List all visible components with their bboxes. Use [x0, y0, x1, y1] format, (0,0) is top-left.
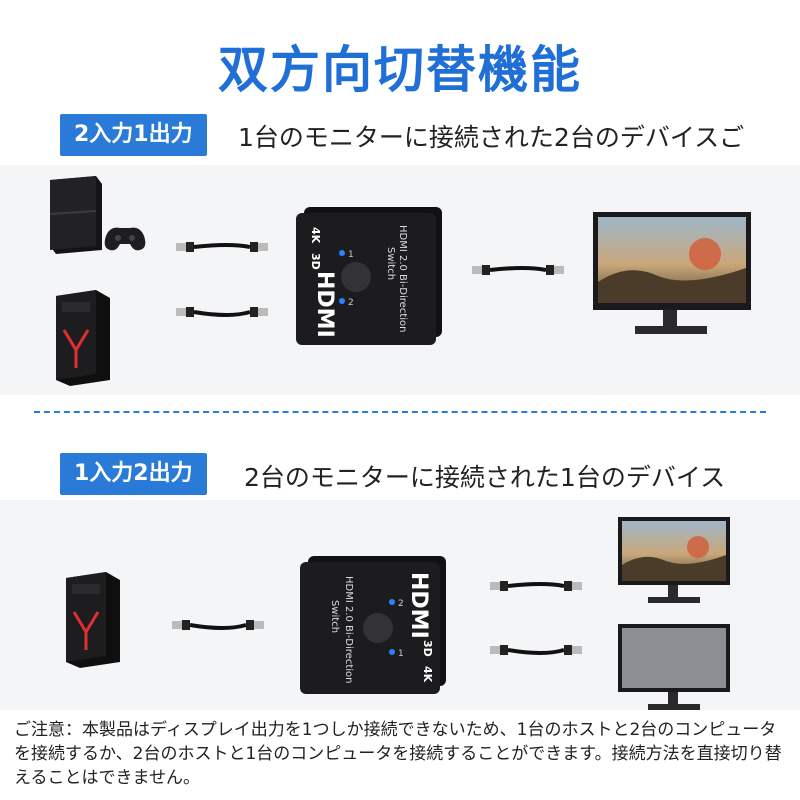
port1-label: 1 [398, 649, 404, 659]
badge-4k: 4K [421, 666, 434, 683]
device-label-line2: Switch [329, 600, 340, 633]
brand-label: HDMI [406, 572, 431, 639]
pc-tower-icon [56, 290, 110, 386]
section-divider [34, 411, 766, 413]
hdmi-cable-icon [490, 581, 582, 591]
section1-tag: 2入力1出力 [60, 114, 207, 156]
pc-tower-icon [66, 572, 120, 668]
hdmi-cable-icon [172, 620, 264, 630]
hdmi-cable-icon [176, 307, 268, 317]
hdmi-cable-icon [472, 265, 564, 275]
badge-4k: 4K [309, 227, 322, 244]
badge-3d: 3D [309, 253, 322, 270]
device-label-line1: HDMI 2.0 Bi-Direction [343, 576, 354, 683]
hdmi-cable-icon [176, 242, 268, 252]
caution-note: ご注意：本製品はディスプレイ出力を1つしか接続できないため、1台のホストと2台の… [14, 720, 782, 788]
hdmi-cable-icon [490, 645, 582, 655]
section2-subtitle: 2台のモニターに接続された1台のデバイス [244, 463, 726, 492]
monitor-icon [618, 517, 730, 603]
port2-label: 2 [348, 298, 354, 308]
port1-label: 1 [348, 250, 354, 260]
page-title: 双方向切替機能 [218, 41, 582, 99]
monitor-icon [593, 212, 751, 334]
badge-3d: 3D [421, 640, 434, 657]
monitor-icon [618, 624, 730, 710]
section1-subtitle: 1台のモニターに接続された2台のデバイスご [238, 123, 745, 152]
device-label-line1: HDMI 2.0 Bi-Direction [397, 225, 408, 332]
section2-tag: 1入力2出力 [60, 453, 207, 495]
brand-label: HDMI [312, 271, 337, 338]
port2-label: 2 [398, 599, 404, 609]
hdmi-switch-device: 2 1 HDMI 2.0 Bi-Direction Switch HDMI 3D… [300, 556, 446, 694]
game-console-icon [49, 176, 146, 254]
hdmi-switch-device: 1 2 4K 3D HDMI HDMI 2.0 Bi-Direction Swi… [296, 207, 442, 345]
device-label-line2: Switch [385, 247, 396, 280]
